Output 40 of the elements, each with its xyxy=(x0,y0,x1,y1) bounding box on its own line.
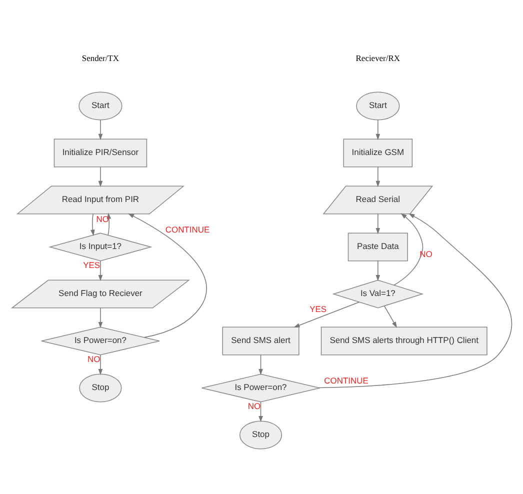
edge-label: YES xyxy=(82,260,100,270)
node-ellipse: Stop xyxy=(238,420,282,450)
arrow xyxy=(98,120,102,140)
node-ellipse: Stop xyxy=(78,374,122,402)
edge-label: CONTINUE xyxy=(164,224,210,234)
arrow xyxy=(375,214,380,234)
label: Sender/TX xyxy=(81,53,119,64)
arrow xyxy=(98,166,102,188)
arrow xyxy=(384,306,396,328)
edge-label: NO xyxy=(96,214,108,224)
node-diamond: Is Input=1? xyxy=(48,232,152,262)
arrow xyxy=(98,308,102,328)
node-diamond: Is Power=on? xyxy=(40,326,160,356)
node-ellipse: Start xyxy=(78,92,122,120)
edge-label: NO xyxy=(419,248,432,259)
arrow xyxy=(375,120,380,140)
node-box: Send SMS alerts through HTTP() Client xyxy=(320,326,487,356)
arrow xyxy=(258,402,262,422)
edge-label: NO xyxy=(87,354,100,364)
arrow xyxy=(375,166,380,188)
arrow xyxy=(98,354,102,376)
arrow xyxy=(293,302,359,328)
arrow xyxy=(127,213,206,338)
label: Reciever/RX xyxy=(355,53,400,64)
node-box: Initialize PIR/Sensor xyxy=(53,138,147,168)
node-box: Send SMS alert xyxy=(222,326,299,356)
node-box: Initialize GSM xyxy=(342,138,412,168)
arrow xyxy=(258,354,262,376)
arrow xyxy=(393,213,423,286)
arrow xyxy=(318,213,512,388)
arrow xyxy=(90,214,94,236)
node-box: Paste Data xyxy=(347,232,408,262)
arrow xyxy=(98,260,102,282)
edge-label: YES xyxy=(309,304,326,314)
edge-label: NO xyxy=(247,400,260,411)
edge-label: CONTINUE xyxy=(324,375,368,386)
node-ellipse: Start xyxy=(356,92,400,120)
arrow xyxy=(375,260,380,282)
node-diamond: Is Val=1? xyxy=(332,280,424,308)
node-diamond: Is Power=on? xyxy=(200,374,320,402)
